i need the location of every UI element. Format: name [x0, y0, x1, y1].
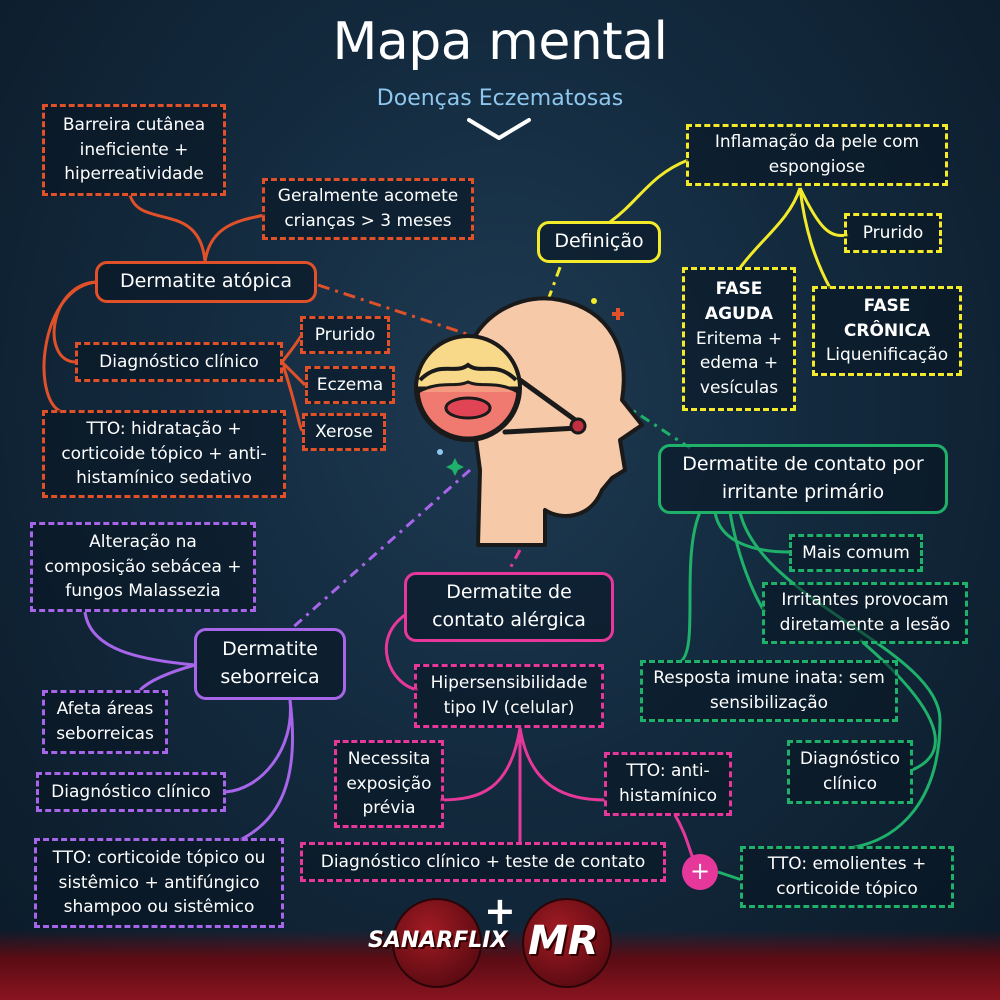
atopica-prurido-box: Prurido — [300, 316, 390, 354]
seborreica-tto-box: TTO: corticoide tópico ou sistêmico + an… — [34, 838, 284, 928]
seborreica-connectors — [83, 468, 471, 842]
alergica-necessita-box: Necessita exposição prévia — [334, 740, 444, 828]
fase-cronica-text: Liquenificação — [825, 345, 949, 366]
definicao-title-node: Definição — [537, 221, 661, 263]
definicao-inflamacao-box: Inflamação da pele com espongiose — [686, 124, 948, 186]
definicao-prurido-box: Prurido — [844, 213, 942, 253]
irritante-irritantes-box: Irritantes provocam diretamente a lesão — [762, 582, 968, 644]
fase-cronica-title: FASE CRÔNICA — [843, 296, 931, 341]
alergica-anti-box: TTO: anti-histamínico — [604, 752, 732, 816]
fase-cronica-box: FASE CRÔNICA Liquenificação — [812, 286, 962, 376]
irritante-diagnostico-box: Diagnóstico clínico — [787, 740, 913, 804]
page-title: Mapa mental — [332, 12, 668, 72]
atopica-title-node: Dermatite atópica — [95, 261, 317, 303]
irritante-resposta-box: Resposta imune inata: sem sensibilização — [640, 660, 898, 722]
mr-logo: MR — [528, 918, 599, 964]
footer-band — [0, 930, 1000, 1000]
alergica-hiper-box: Hipersensibilidade tipo IV (celular) — [414, 664, 604, 728]
fase-aguda-text: Eritema + edema + vesículas — [695, 328, 783, 398]
plus-icon: + — [484, 889, 516, 933]
sanarflix-logo: SANARFLIX — [368, 928, 508, 953]
page-subtitle: Doenças Eczematosas — [376, 86, 624, 111]
irritante-mais-comum-box: Mais comum — [789, 534, 923, 572]
chevron-down-icon — [467, 118, 531, 140]
fase-aguda-box: FASE AGUDA Eritema + edema + vesículas — [682, 267, 796, 411]
seborreica-title-node: Dermatite seborreica — [194, 628, 346, 700]
sparkles-decor — [437, 298, 624, 476]
seborreica-alteracao-box: Alteração na composição sebácea + fungos… — [30, 522, 256, 612]
atopica-eczema-box: Eczema — [305, 366, 395, 404]
atopica-xerose-box: Xerose — [302, 413, 386, 451]
alergica-diagnostico-box: Diagnóstico clínico + teste de contato — [300, 842, 666, 882]
atopica-connectors — [42, 194, 471, 432]
plus-icon: + — [682, 854, 718, 890]
sanarflix-logo-circle — [392, 898, 482, 988]
atopica-criancas-box: Geralmente acomete crianças > 3 meses — [262, 178, 474, 240]
atopica-diagnostico-box: Diagnóstico clínico — [75, 342, 283, 382]
irritante-title-node: Dermatite de contato por irritante primá… — [658, 444, 948, 514]
seborreica-diagnostico-box: Diagnóstico clínico — [36, 772, 226, 812]
alergica-title-node: Dermatite de contato alérgica — [404, 572, 614, 642]
definicao-connectors — [546, 158, 849, 301]
seborreica-afeta-box: Afeta áreas seborreicas — [42, 690, 168, 754]
fase-aguda-title: FASE AGUDA — [704, 279, 774, 325]
irritante-tto-box: TTO: emolientes + corticoide tópico — [740, 846, 954, 908]
atopica-tto-box: TTO: hidratação + corticoide tópico + an… — [42, 410, 286, 498]
mr-logo-circle — [522, 898, 612, 988]
head-illustration — [414, 296, 644, 547]
atopica-barreira-box: Barreira cutânea ineficiente + hiperreat… — [42, 104, 226, 196]
